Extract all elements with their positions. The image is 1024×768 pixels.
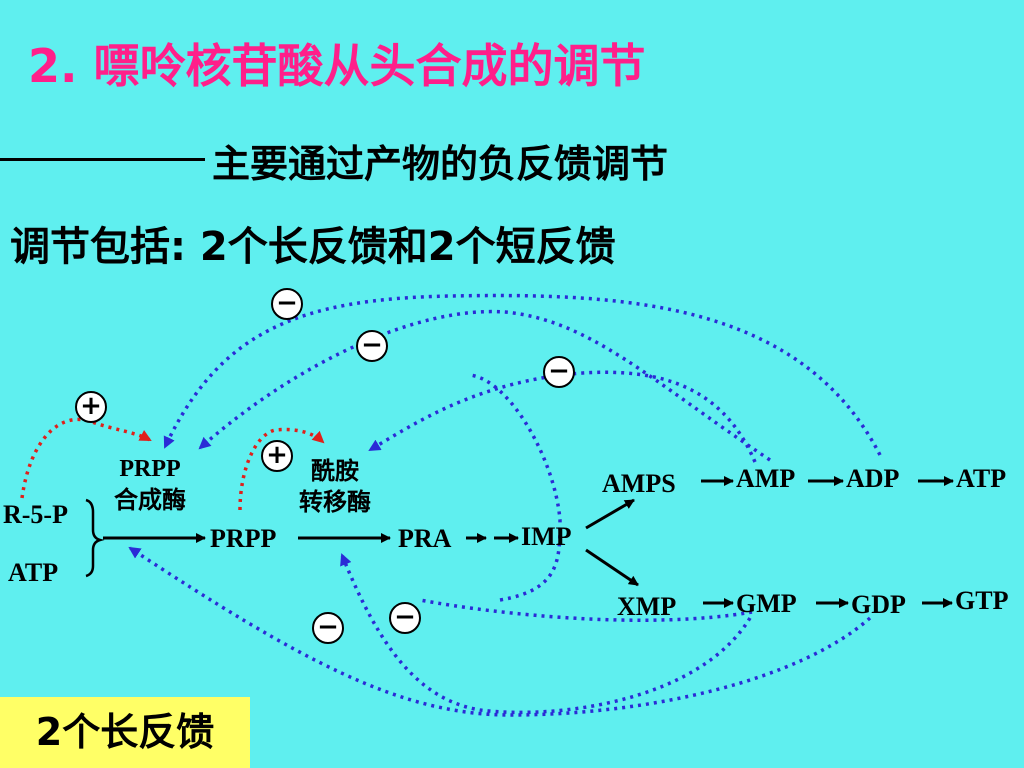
caption-box: 2个长反馈	[0, 697, 250, 768]
inhibit-sign-2: −	[356, 330, 388, 362]
intro-text: 调节包括: 2个长反馈和2个短反馈	[10, 224, 616, 270]
node-xmp: XMP	[617, 592, 677, 621]
node-amps: AMPS	[602, 469, 676, 498]
enzyme-prpp-synthase-line2: 合成酶	[114, 486, 186, 515]
node-atp: ATP	[956, 464, 1007, 493]
node-imp: IMP	[521, 522, 572, 551]
long-feedback-adp	[163, 293, 882, 456]
node-amp: AMP	[736, 464, 796, 493]
long-feedback-gdp	[128, 546, 872, 717]
arrow-imp-to-xmp	[585, 548, 639, 587]
arrow-imp-to-amps	[585, 498, 635, 530]
inhibit-sign-1: −	[271, 288, 303, 320]
node-r5p: R-5-P	[3, 500, 68, 529]
node-gtp: GTP	[955, 586, 1009, 615]
enzyme-prpp-synthase-line1: PRPP	[119, 456, 181, 482]
short-feedback-gmp	[419, 598, 753, 622]
enzyme-prpp-synthase: PRPP 合成酶	[102, 454, 198, 516]
enzyme-amidotransferase: 酰胺 转移酶	[285, 456, 385, 518]
inhibit-sign-4: −	[312, 612, 344, 644]
inhibit-sign-3: −	[543, 356, 575, 388]
activate-sign-1: +	[75, 391, 107, 423]
inhibition-arrows	[128, 293, 882, 717]
dash-line	[0, 158, 205, 161]
long-feedback-amp	[198, 309, 771, 462]
page-title: 2. 嘌呤核苷酸从头合成的调节	[28, 39, 646, 93]
long-feedback-gmp	[340, 553, 752, 715]
enzyme-amidotransferase-line2: 转移酶	[299, 488, 371, 517]
imp-feedback	[469, 373, 562, 602]
activate-sign-2: +	[261, 440, 293, 472]
brace	[85, 498, 105, 578]
main-arrows	[103, 476, 954, 608]
node-gmp: GMP	[736, 589, 797, 618]
enzyme-amidotransferase-line1: 酰胺	[311, 457, 359, 485]
inhibit-sign-5: −	[389, 602, 421, 634]
node-gdp: GDP	[851, 590, 906, 619]
node-prpp: PRPP	[210, 524, 277, 553]
node-adp: ADP	[846, 464, 900, 493]
node-pra: PRA	[398, 524, 452, 553]
node-atp-input: ATP	[8, 558, 59, 587]
subtitle: 主要通过产物的负反馈调节	[212, 142, 669, 186]
